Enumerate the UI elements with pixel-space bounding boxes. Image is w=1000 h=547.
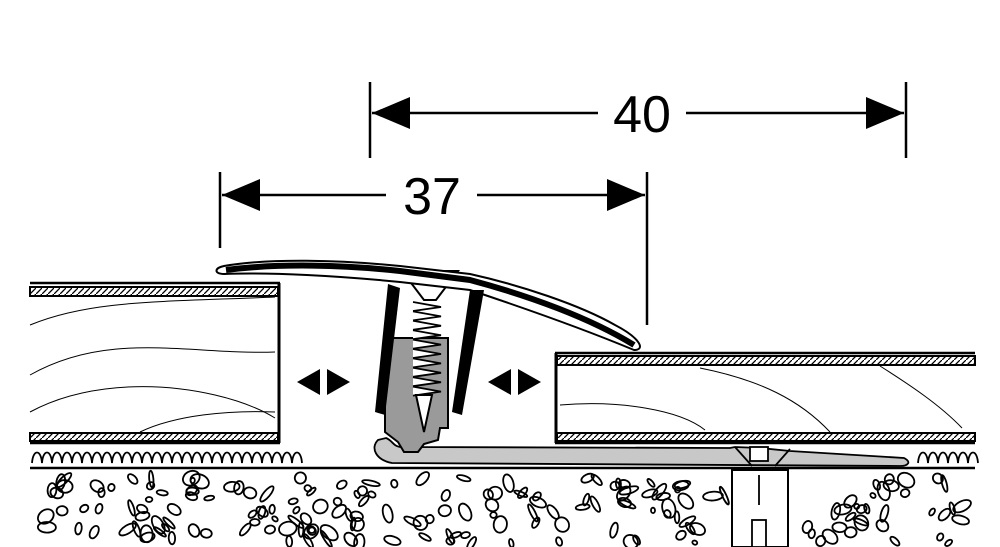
left-underlay	[31, 451, 303, 464]
right-underlay	[917, 451, 979, 464]
dimension-40-label: 40	[613, 86, 671, 144]
cover-profile	[215, 259, 641, 415]
left-floor-panel	[29, 281, 281, 445]
right-floor-panel	[554, 351, 976, 445]
dimension-40: 40	[368, 82, 908, 158]
left-expansion-arrows	[297, 369, 350, 395]
subfloor-screed	[30, 466, 975, 547]
anchor-dowel	[731, 446, 789, 547]
dimension-37: 37	[218, 168, 649, 325]
dimension-37-label: 37	[403, 168, 461, 226]
right-expansion-arrows	[488, 369, 541, 395]
base-profile	[373, 437, 910, 467]
